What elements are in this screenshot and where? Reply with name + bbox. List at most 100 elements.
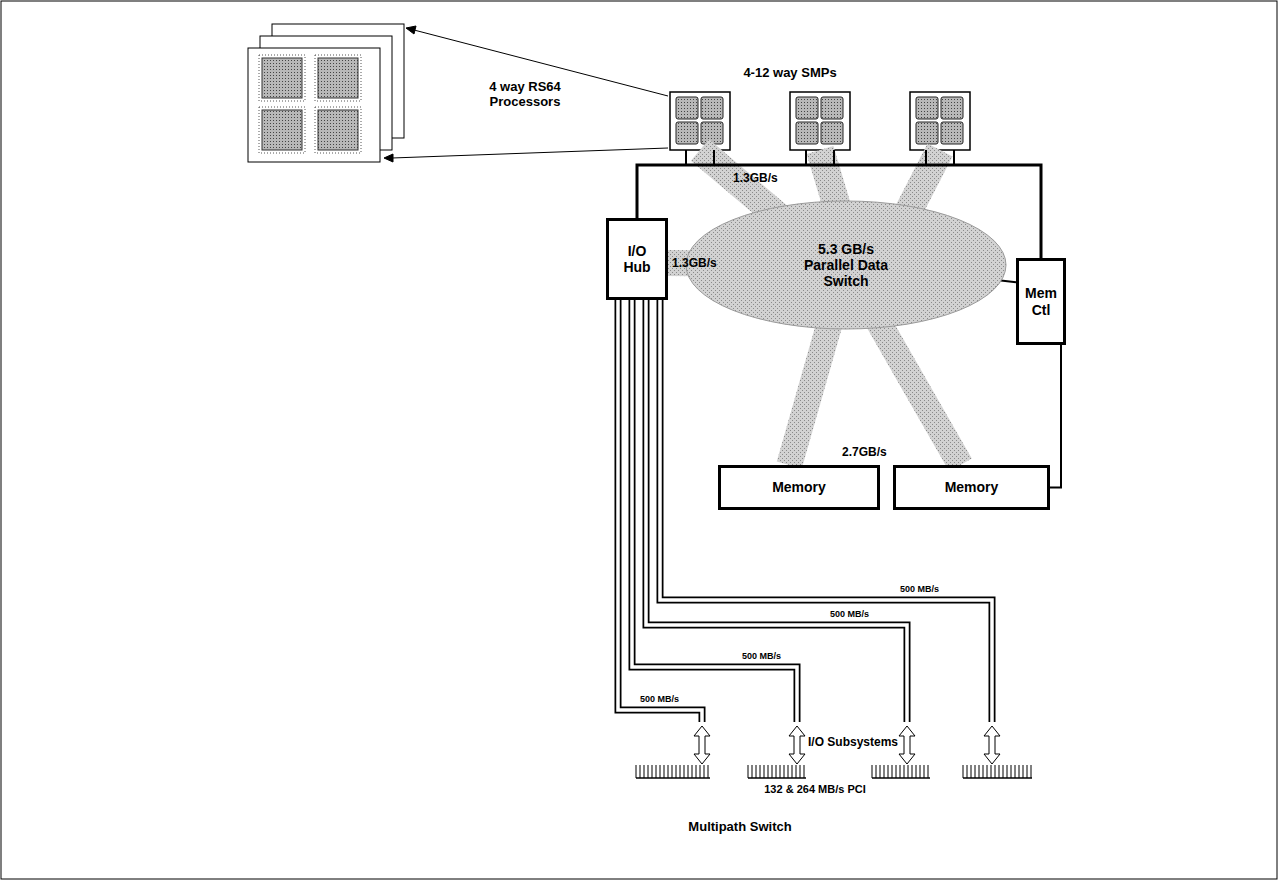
pci-slot [784, 765, 785, 778]
memory-controller-box: Mem Ctl [1016, 258, 1066, 345]
pci-slot [704, 765, 705, 778]
pci-slot [872, 765, 873, 778]
pci-slot [1011, 765, 1012, 778]
node-text: Mem Ctl [1023, 285, 1059, 317]
chip-pins [315, 107, 361, 153]
processor-chip [941, 97, 963, 119]
pci-slot [876, 765, 877, 778]
pci-slot [1007, 765, 1008, 778]
processor-cards [248, 24, 404, 162]
node-text: 5.3 GB/s Parallel Data Switch [801, 241, 891, 289]
processor-chip [676, 97, 698, 119]
pci-slot [888, 765, 889, 778]
pci-slot [772, 765, 773, 778]
callout-text: 4 way RS64 Processors [485, 80, 565, 110]
bus-drop [713, 150, 715, 165]
chip-pins [315, 55, 361, 101]
processor-card [248, 48, 380, 162]
pci-slot [756, 765, 757, 778]
data-switch-ellipse: 5.3 GB/s Parallel Data Switch [685, 200, 1007, 330]
pci-slot [800, 765, 801, 778]
processor-chip [262, 58, 302, 98]
pci-slot [676, 765, 677, 778]
bus-drop [805, 150, 807, 165]
figure-caption: Multipath Switch [688, 820, 791, 835]
node-text: Memory [772, 479, 826, 495]
io-channels [618, 298, 992, 722]
processor-chip [262, 110, 302, 150]
pci-slot [788, 765, 789, 778]
bus-drop [833, 150, 835, 165]
pci-slot [991, 765, 992, 778]
pci-slot [664, 765, 665, 778]
io-channel-inner [660, 298, 992, 722]
bandwidth-label: 1.3GB/s [733, 172, 778, 186]
double-arrow [789, 726, 805, 764]
ellipse-shape [686, 201, 1006, 329]
bus-drop [925, 150, 927, 165]
pci-slot [1027, 765, 1028, 778]
bus-drop [685, 150, 687, 165]
bandwidth-band [878, 321, 960, 465]
pci-slot [748, 765, 749, 778]
pci-slot [660, 765, 661, 778]
bandwidth-label: 2.7GB/s [842, 446, 887, 460]
pci-slot [700, 765, 701, 778]
double-arrow [899, 726, 915, 764]
pci-slot [668, 765, 669, 778]
pci-slot [983, 765, 984, 778]
pci-slot [928, 765, 929, 778]
pci-slot [652, 765, 653, 778]
pci-slot [644, 765, 645, 778]
processor-chip [796, 97, 818, 119]
callout-arrows [384, 26, 668, 162]
bandwidth-label: 500 MB/s [640, 694, 679, 704]
pci-slot [640, 765, 641, 778]
pci-bus [636, 777, 710, 779]
pci-slot [780, 765, 781, 778]
bandwidth-band [789, 322, 830, 465]
pci-slot [896, 765, 897, 778]
pci-slot [776, 765, 777, 778]
io-arrows [694, 726, 1000, 764]
io-channel [660, 298, 992, 722]
pci-slot [656, 765, 657, 778]
processor-chip [941, 122, 963, 144]
pci-slot [975, 765, 976, 778]
bandwidth-label: 500 MB/s [742, 651, 781, 661]
bus-drop [953, 150, 955, 165]
io-channel [646, 298, 907, 722]
pci-slot [908, 765, 909, 778]
pci-slot [804, 765, 805, 778]
pci-slot [912, 765, 913, 778]
pci-slot [987, 765, 988, 778]
memory-box: Memory [893, 465, 1050, 510]
pci-slot [636, 765, 637, 778]
pci-slot [904, 765, 905, 778]
pci-slot [760, 765, 761, 778]
pci-bus [872, 777, 930, 779]
pci-slot [916, 765, 917, 778]
smp-boxes [670, 92, 970, 150]
bus-drops [686, 150, 954, 165]
pci-buses [636, 765, 1032, 778]
processor-chip [676, 122, 698, 144]
pci-slot [768, 765, 769, 778]
memory-box: Memory [718, 465, 880, 510]
smp-box [670, 92, 730, 150]
pci-slot [796, 765, 797, 778]
node-text: I/O Hub [617, 243, 657, 275]
bandwidth-label: 500 MB/s [830, 609, 869, 619]
pci-slot [1015, 765, 1016, 778]
bandwidth-label: 1.3GB/s [672, 257, 717, 271]
pci-slot [900, 765, 901, 778]
processor-chip [318, 58, 358, 98]
pci-slot [692, 765, 693, 778]
pci-slot [967, 765, 968, 778]
io-channel-inner [646, 298, 907, 722]
node-text: Memory [945, 479, 999, 495]
control-line [1050, 345, 1061, 488]
pci-slot [1003, 765, 1004, 778]
